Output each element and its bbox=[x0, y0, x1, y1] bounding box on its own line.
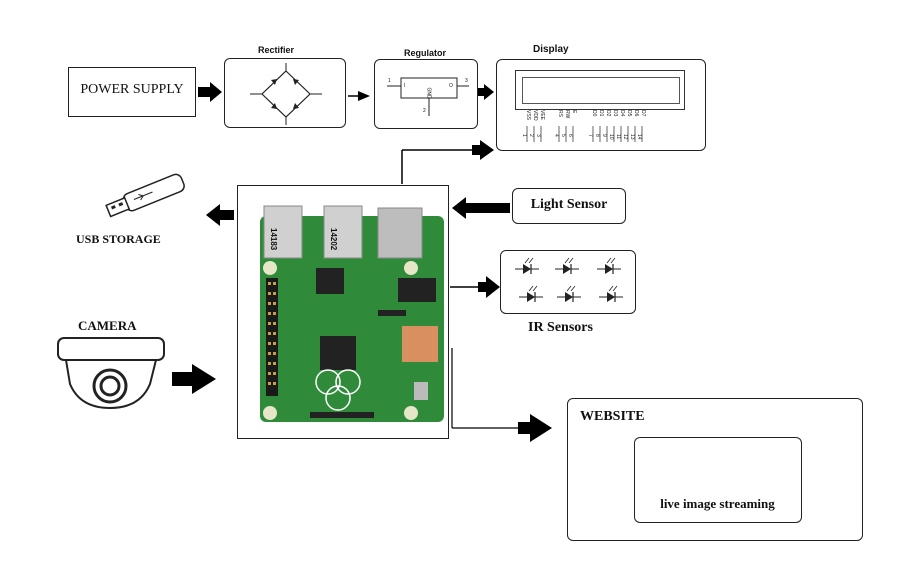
arrow-camera-to-board bbox=[172, 364, 216, 394]
ir-diode-icon bbox=[597, 257, 621, 274]
ir-diode-icon bbox=[599, 285, 623, 302]
regulator-title: Regulator bbox=[404, 48, 447, 58]
arrow-power-to-rectifier bbox=[198, 82, 222, 102]
lcd-pin-number: 13 bbox=[629, 134, 635, 140]
regulator-pin-2: 2 bbox=[423, 108, 426, 114]
usb-port-1-label: 14183 bbox=[269, 228, 278, 251]
regulator-chip-icon bbox=[387, 77, 469, 116]
lcd-pin-number: 10 bbox=[608, 134, 614, 140]
lcd-pin-number: 7 bbox=[587, 134, 593, 137]
lcd-pin-label-e: E bbox=[571, 110, 577, 114]
power-supply-box: POWER SUPPLY bbox=[68, 67, 196, 117]
ir-diode-icon bbox=[555, 257, 579, 274]
lcd-pin-label-d6: D6 bbox=[633, 110, 639, 117]
arrow-light-sensor-to-board bbox=[452, 197, 510, 219]
lcd-pin-label-vee: VEE bbox=[539, 110, 545, 121]
ir-diode-icon bbox=[557, 285, 581, 302]
lcd-pin-number: 12 bbox=[622, 134, 628, 140]
ir-diode-icon bbox=[519, 285, 543, 302]
lcd-pin-label-rw: RW bbox=[564, 110, 570, 119]
regulator-pin-in: I bbox=[404, 83, 406, 89]
regulator-pin-gnd: GND bbox=[425, 87, 432, 99]
lcd-pin-label-vss: VSS bbox=[525, 110, 531, 121]
light-sensor-box: Light Sensor bbox=[512, 188, 626, 224]
regulator-pin-3: 3 bbox=[465, 78, 468, 84]
website-title: WEBSITE bbox=[580, 409, 645, 424]
arrow-board-to-website bbox=[451, 348, 552, 442]
lcd-pin-label-d5: D5 bbox=[626, 110, 632, 117]
lcd-pins: VSS 1 VDD 2 VEE 3 RS 4 RW 5 E 6 D0 7 D1 8 D2 9 D3 10 D4 11 D5 1… bbox=[521, 110, 646, 142]
regulator-pin-out: O bbox=[449, 83, 453, 89]
lcd-pin-number: 4 bbox=[553, 134, 559, 137]
lcd-pin-number: 5 bbox=[560, 134, 566, 137]
lcd-screen bbox=[515, 70, 685, 110]
bridge-rectifier-icon bbox=[250, 63, 322, 125]
light-sensor-label: Light Sensor bbox=[530, 197, 608, 212]
regulator-box: 1 I O 3 GND 2 bbox=[374, 59, 478, 129]
arrow-board-to-usb bbox=[206, 204, 234, 226]
raspberry-pi-board-icon bbox=[260, 205, 444, 422]
ir-diode-icon bbox=[515, 257, 539, 274]
lcd-pin-label-rs: RS bbox=[557, 110, 563, 118]
lcd-pin-number: 14 bbox=[636, 134, 642, 140]
rectifier-box bbox=[224, 58, 346, 128]
lcd-pin-number: 3 bbox=[535, 134, 541, 137]
arrow-board-to-display bbox=[401, 140, 494, 184]
ir-sensors-box bbox=[500, 250, 636, 314]
lcd-pin-label-d2: D2 bbox=[605, 110, 611, 117]
arrow-regulator-to-display bbox=[477, 84, 494, 100]
power-supply-label: POWER SUPPLY bbox=[80, 82, 184, 97]
lcd-pin-number: 2 bbox=[528, 134, 534, 137]
lcd-pin-label-d7: D7 bbox=[640, 110, 646, 117]
stream-label: live image streaming bbox=[660, 496, 775, 511]
arrow-board-to-ir bbox=[450, 276, 500, 298]
lcd-pin-label-d0: D0 bbox=[591, 110, 597, 117]
stream-panel: live image streaming bbox=[634, 437, 802, 523]
lcd-pin-label-vdd: VDD bbox=[532, 110, 538, 121]
ir-sensors-label: IR Sensors bbox=[528, 320, 593, 335]
lcd-pin-number: 6 bbox=[567, 134, 573, 137]
raspberry-pi-box: 14183 14202 bbox=[237, 185, 449, 439]
lcd-pin-number: 1 bbox=[521, 134, 527, 137]
camera-label: CAMERA bbox=[78, 318, 137, 333]
rectifier-title: Rectifier bbox=[258, 45, 295, 55]
lcd-pin-label-d4: D4 bbox=[619, 110, 625, 117]
lcd-pin-number: 9 bbox=[601, 134, 607, 137]
display-title: Display bbox=[533, 44, 569, 55]
website-box: WEBSITE live image streaming bbox=[567, 398, 863, 541]
ir-diodes-group bbox=[515, 257, 623, 302]
usb-storage-label: USB STORAGE bbox=[76, 232, 161, 246]
display-box: VSS 1 VDD 2 VEE 3 RS 4 RW 5 E 6 D0 7 D1 8 D2 9 D3 10 D4 11 D5 1… bbox=[496, 59, 706, 151]
lcd-pin-number: 8 bbox=[594, 134, 600, 137]
arrow-rectifier-to-regulator bbox=[348, 91, 370, 101]
lcd-pin-number: 11 bbox=[615, 134, 621, 139]
lcd-pin-label-d1: D1 bbox=[598, 110, 604, 117]
usb-port-2-label: 14202 bbox=[329, 228, 338, 251]
regulator-pin-1: 1 bbox=[388, 78, 391, 84]
lcd-pin-label-d3: D3 bbox=[612, 110, 618, 117]
